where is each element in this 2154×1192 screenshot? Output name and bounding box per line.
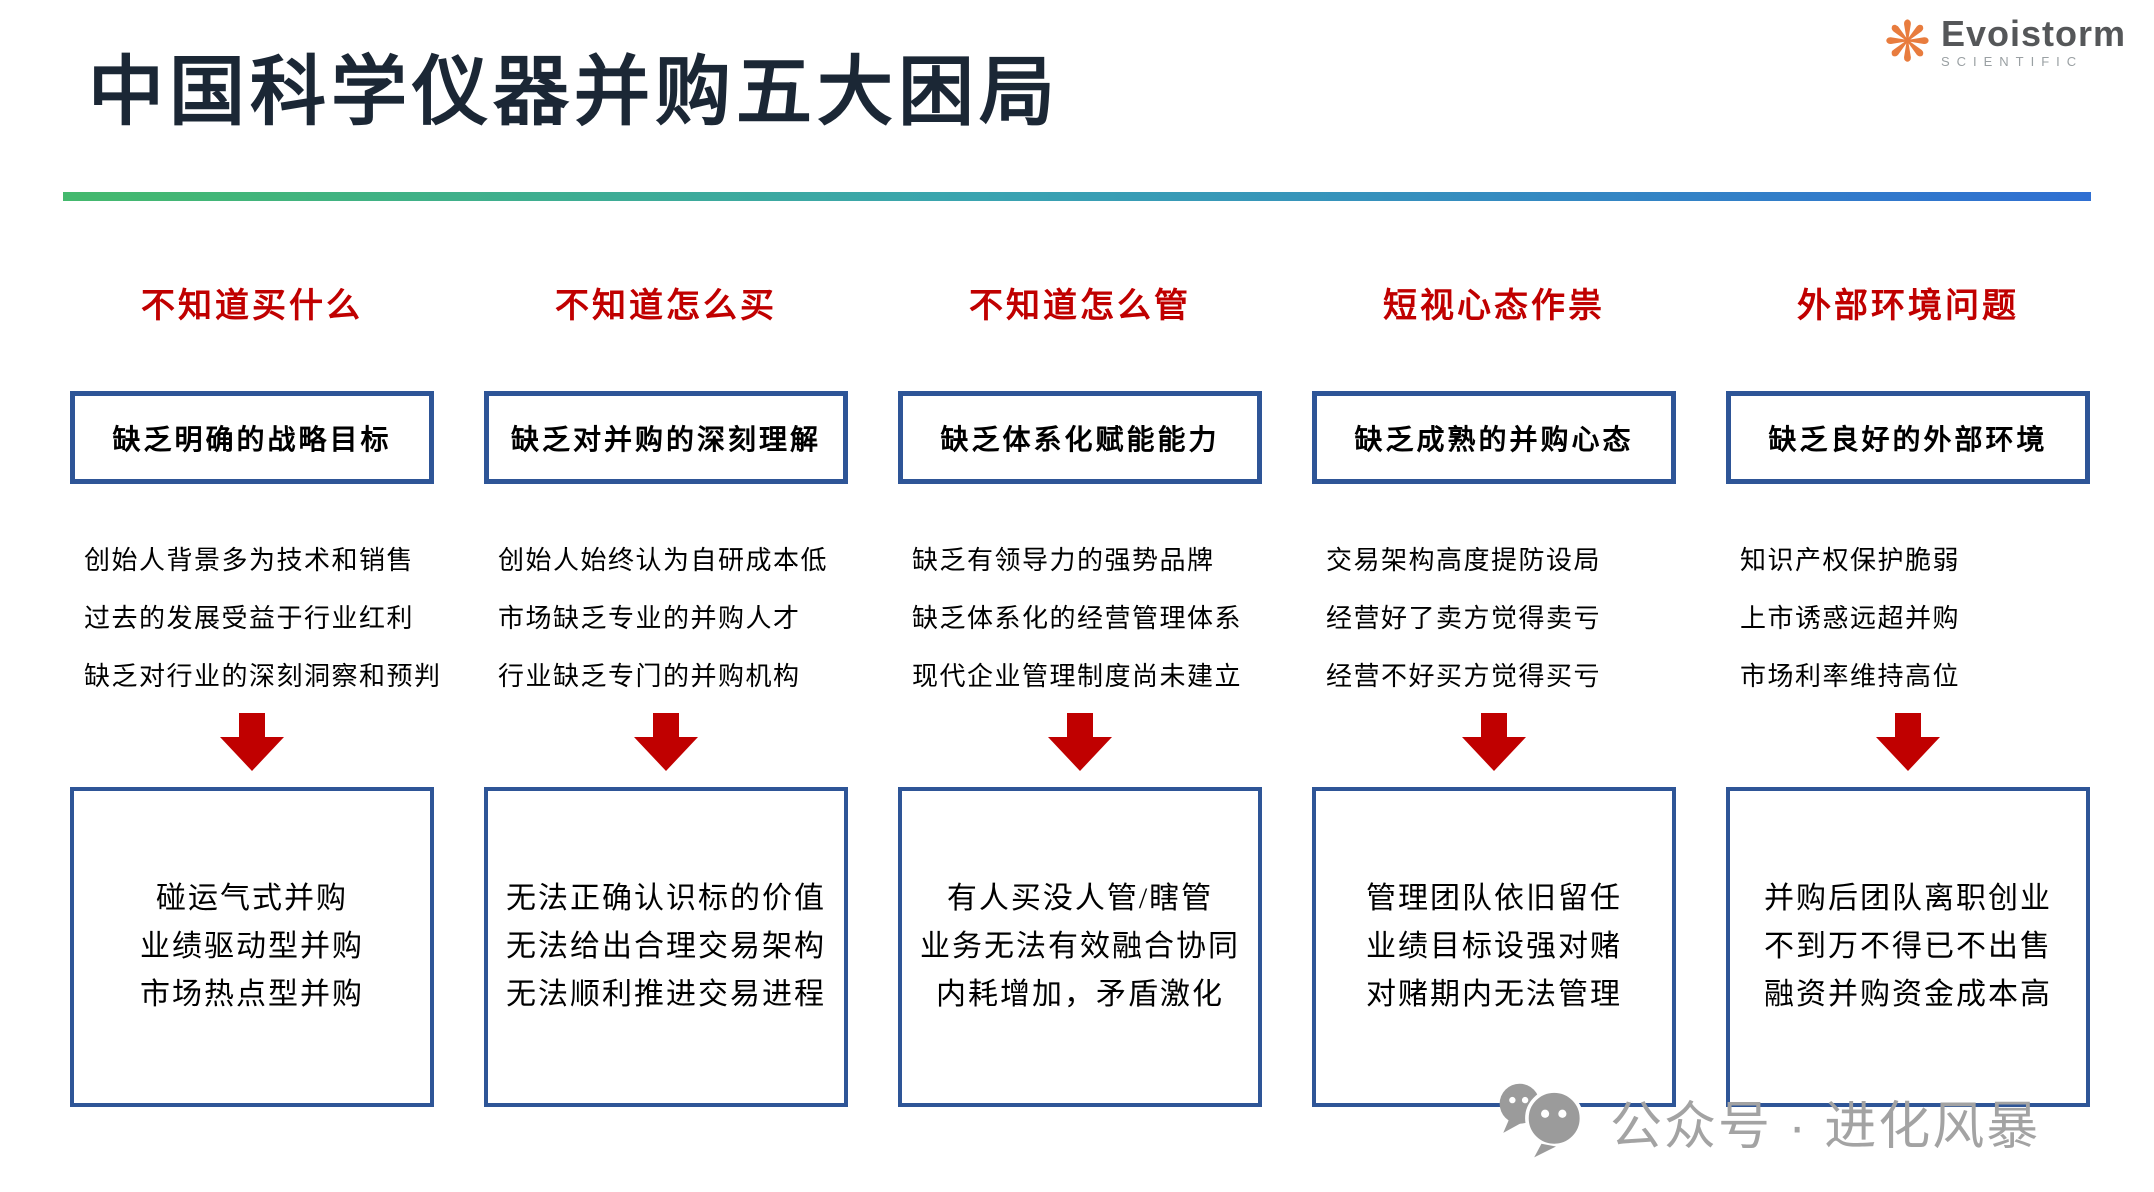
logo-text: Evoistorm SCIENTIFIC: [1940, 12, 2126, 70]
problem-label: 缺乏成熟的并购心态: [1354, 424, 1634, 456]
result-line: 对赌期内无法管理: [1366, 978, 1622, 1011]
cause-line: 行业缺乏专门的并购机构: [498, 662, 801, 691]
logo-subtitle: SCIENTIFIC: [1940, 54, 2084, 70]
problem-box: 缺乏良好的外部环境: [1726, 391, 2090, 484]
result-line: 业务无法有效融合协同: [920, 930, 1240, 963]
column-heading: 不知道怎么管: [969, 288, 1191, 325]
column-4: 短视心态作祟 缺乏成熟的并购心态 交易架构高度提防设局 经营好了卖方觉得卖亏 经…: [1312, 278, 1676, 1107]
down-arrow-icon: [634, 713, 698, 771]
problem-label: 缺乏明确的战略目标: [112, 424, 392, 456]
cause-line: 缺乏体系化的经营管理体系: [912, 604, 1243, 633]
cause-line: 缺乏对行业的深刻洞察和预判: [84, 662, 442, 691]
column-3: 不知道怎么管 缺乏体系化赋能能力 缺乏有领导力的强势品牌 缺乏体系化的经营管理体…: [898, 278, 1262, 1107]
cause-line: 交易架构高度提防设局: [1326, 546, 1602, 575]
column-5: 外部环境问题 缺乏良好的外部环境 知识产权保护脆弱 上市诱惑远超并购 市场利率维…: [1726, 278, 2090, 1107]
dilemma-columns: 不知道买什么 缺乏明确的战略目标 创始人背景多为技术和销售 过去的发展受益于行业…: [70, 278, 2090, 1107]
result-line: 管理团队依旧留任: [1366, 882, 1622, 915]
cause-line: 经营不好买方觉得买亏: [1326, 662, 1602, 691]
result-box: 管理团队依旧留任 业绩目标设强对赌 对赌期内无法管理: [1312, 787, 1676, 1107]
down-arrow-icon: [1462, 713, 1526, 771]
down-arrow-icon: [220, 713, 284, 771]
problem-label: 缺乏对并购的深刻理解: [510, 424, 821, 456]
logo-burst-icon: ❋: [1884, 10, 1931, 73]
cause-line: 经营好了卖方觉得卖亏: [1326, 604, 1602, 633]
down-arrow-icon: [1876, 713, 1940, 771]
result-box: 有人买没人管/瞎管 业务无法有效融合协同 内耗增加，矛盾激化: [898, 787, 1262, 1107]
result-line: 无法给出合理交易架构: [506, 930, 826, 963]
cause-line: 市场缺乏专业的并购人才: [498, 604, 801, 633]
watermark: 公众号 · 进化风暴: [1496, 1076, 2040, 1166]
result-line: 融资并购资金成本高: [1764, 978, 2052, 1011]
result-line: 业绩驱动型并购: [140, 930, 364, 963]
cause-line: 知识产权保护脆弱: [1740, 546, 1961, 575]
column-heading: 不知道怎么买: [555, 288, 777, 325]
cause-list: 知识产权保护脆弱 上市诱惑远超并购 市场利率维持高位: [1726, 540, 2090, 693]
wechat-icon: [1499, 1083, 1584, 1158]
watermark-text: 公众号 · 进化风暴: [1610, 1097, 2041, 1156]
result-box: 无法正确认识标的价值 无法给出合理交易架构 无法顺利推进交易进程: [484, 787, 848, 1107]
result-line: 有人买没人管/瞎管: [946, 882, 1214, 915]
cause-line: 创始人始终认为自研成本低: [498, 546, 829, 575]
cause-line: 市场利率维持高位: [1740, 662, 1961, 691]
cause-line: 现代企业管理制度尚未建立: [912, 662, 1243, 691]
column-heading: 外部环境问题: [1797, 288, 2019, 325]
title-divider: [63, 192, 2091, 201]
logo-brand-name: Evoistorm: [1940, 12, 2126, 54]
result-line: 市场热点型并购: [140, 978, 364, 1011]
cause-list: 创始人背景多为技术和销售 过去的发展受益于行业红利 缺乏对行业的深刻洞察和预判: [70, 540, 442, 693]
cause-line: 过去的发展受益于行业红利: [84, 604, 415, 633]
problem-box: 缺乏体系化赋能能力: [898, 391, 1262, 484]
result-line: 不到万不得已不出售: [1764, 930, 2052, 963]
result-line: 碰运气式并购: [156, 882, 348, 915]
problem-label: 缺乏体系化赋能能力: [940, 424, 1220, 456]
brand-logo: ❋ Evoistorm SCIENTIFIC: [1884, 14, 2126, 70]
result-line: 无法正确认识标的价值: [506, 882, 826, 915]
problem-label: 缺乏良好的外部环境: [1768, 424, 2048, 456]
column-1: 不知道买什么 缺乏明确的战略目标 创始人背景多为技术和销售 过去的发展受益于行业…: [70, 278, 442, 1107]
result-line: 内耗增加，矛盾激化: [936, 978, 1224, 1011]
cause-list: 创始人始终认为自研成本低 市场缺乏专业的并购人才 行业缺乏专门的并购机构: [484, 540, 848, 693]
result-box: 并购后团队离职创业 不到万不得已不出售 融资并购资金成本高: [1726, 787, 2090, 1107]
page-title: 中国科学仪器并购五大困局: [88, 51, 1060, 135]
result-line: 并购后团队离职创业: [1764, 882, 2052, 915]
column-2: 不知道怎么买 缺乏对并购的深刻理解 创始人始终认为自研成本低 市场缺乏专业的并购…: [484, 278, 848, 1107]
cause-list: 交易架构高度提防设局 经营好了卖方觉得卖亏 经营不好买方觉得买亏: [1312, 540, 1676, 693]
column-heading: 短视心态作祟: [1383, 288, 1605, 325]
column-heading: 不知道买什么: [141, 288, 363, 325]
cause-line: 创始人背景多为技术和销售: [84, 546, 415, 575]
down-arrow-icon: [1048, 713, 1112, 771]
problem-box: 缺乏成熟的并购心态: [1312, 391, 1676, 484]
result-box: 碰运气式并购 业绩驱动型并购 市场热点型并购: [70, 787, 434, 1107]
cause-line: 缺乏有领导力的强势品牌: [912, 546, 1215, 575]
problem-box: 缺乏明确的战略目标: [70, 391, 434, 484]
result-line: 业绩目标设强对赌: [1366, 930, 1622, 963]
cause-line: 上市诱惑远超并购: [1740, 604, 1961, 633]
problem-box: 缺乏对并购的深刻理解: [484, 391, 848, 484]
result-line: 无法顺利推进交易进程: [506, 978, 826, 1011]
cause-list: 缺乏有领导力的强势品牌 缺乏体系化的经营管理体系 现代企业管理制度尚未建立: [898, 540, 1262, 693]
